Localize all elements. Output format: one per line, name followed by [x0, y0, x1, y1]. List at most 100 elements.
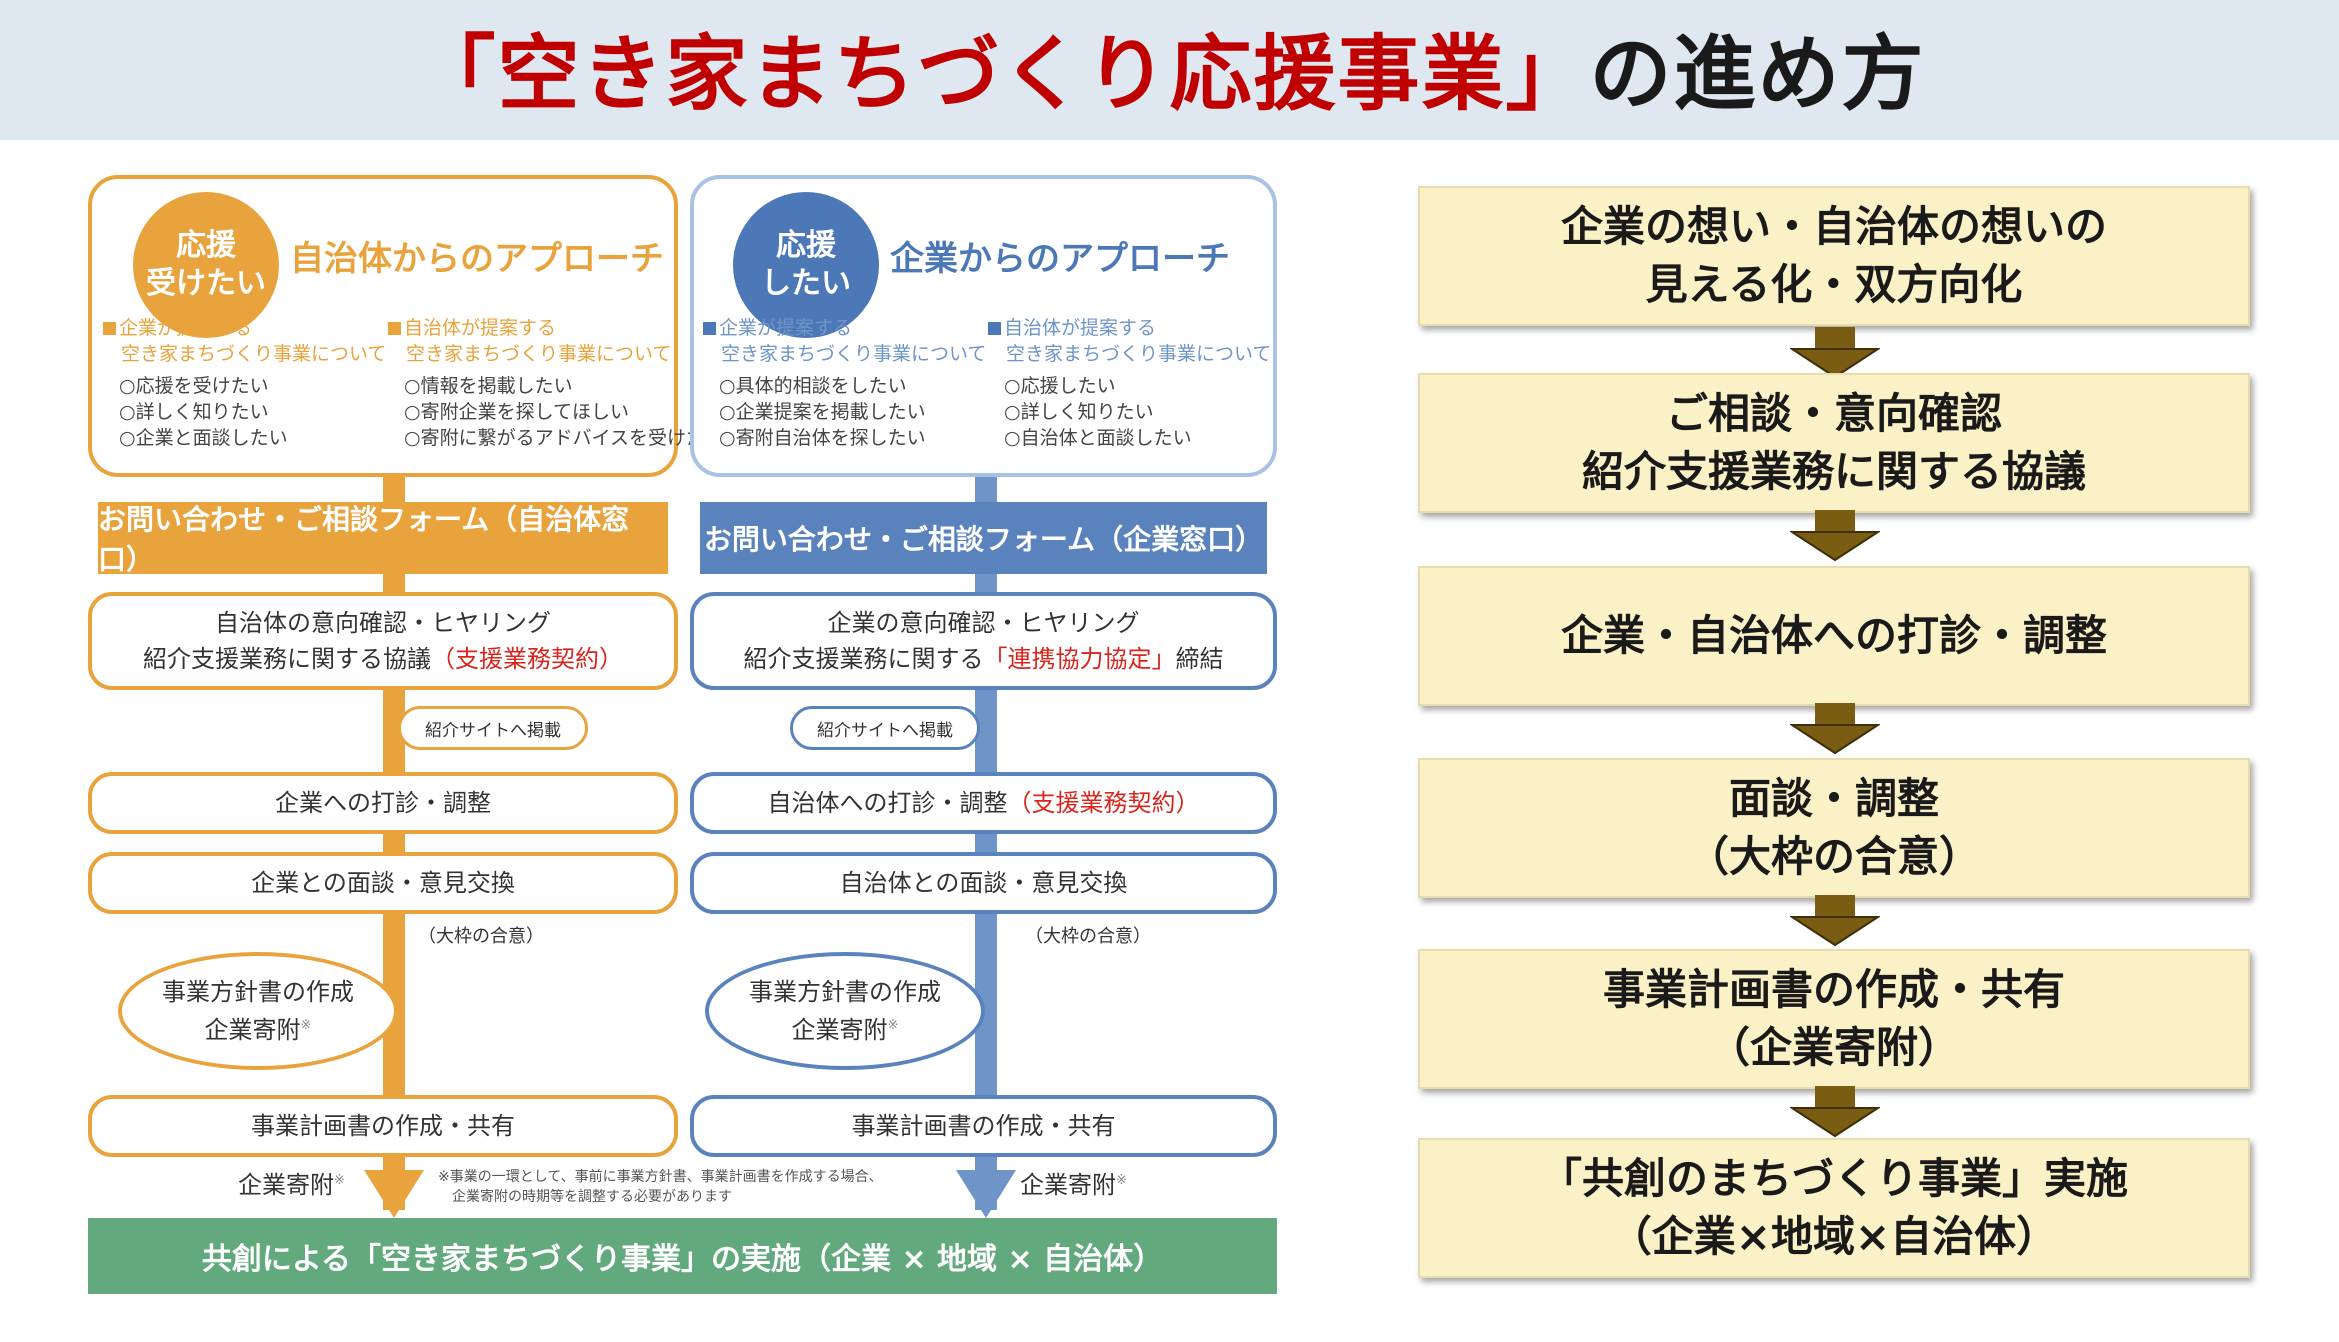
list-item: ○自治体と面談したい [1004, 427, 1192, 449]
title-main: 空き家まちづくり応援事業 [497, 27, 1506, 122]
right-col2-heading: 自治体が提案する 空き家まちづくり事業について [988, 315, 1271, 367]
left-step-hearing-line2: 紹介支援業務に関する協議 [143, 645, 431, 673]
list-item: ○具体的相談をしたい [719, 375, 907, 397]
summary-step-2-line2: 紹介支援業務に関する協議 [1581, 447, 2086, 496]
left-step-interview: 企業との面談・意見交換 [88, 852, 678, 914]
right-step-hearing-line1: 企業の意向確認・ヒヤリング [827, 609, 1140, 637]
left-badge: 応援 受けたい [133, 192, 279, 338]
square-bullet-icon [103, 322, 116, 335]
left-donation-mark: ※ [334, 1173, 345, 1188]
right-step-plan: 事業計画書の作成・共有 [690, 1095, 1277, 1157]
list-item: ○情報を掲載したい [404, 375, 573, 397]
summary-step-6-line1: 「共創のまちづくり事業」実施 [1539, 1154, 2128, 1203]
right-col2-heading2: 空き家まちづくり事業について [1006, 343, 1272, 365]
title-tail: の進め方 [1589, 27, 1926, 122]
right-step-sounding: 自治体への打診・調整（支援業務契約） [690, 772, 1277, 834]
summary-arrow-4 [1790, 895, 1880, 947]
summary-step-3: 企業・自治体への打診・調整 [1418, 566, 2250, 706]
list-item: ○企業提案を掲載したい [719, 401, 926, 423]
right-step-sounding-text: 自治体への打診・調整 [767, 789, 1008, 817]
left-inquiry-form: お問い合わせ・ご相談フォーム（自治体窓口） [98, 502, 668, 576]
right-policy-line1: 事業方針書の作成 [749, 978, 941, 1006]
summary-step-1-line2: 見える化・双方向化 [1645, 260, 2023, 309]
right-policy-line2: 企業寄附 [791, 1016, 888, 1044]
list-item: ○寄附企業を探してほしい [404, 401, 630, 423]
right-panel-title: 企業からのアプローチ [890, 239, 1230, 279]
summary-step-6: 「共創のまちづくり事業」実施 （企業×地域×自治体） [1418, 1138, 2250, 1278]
square-bullet-icon [988, 322, 1001, 335]
right-step-hearing-line2-end: 締結 [1175, 645, 1224, 673]
left-step-hearing-line1: 自治体の意向確認・ヒヤリング [215, 609, 551, 637]
right-down-arrow [956, 1170, 1016, 1218]
summary-arrow-2 [1790, 510, 1880, 562]
list-item: ○寄附に繋がるアドバイスを受けたい [404, 427, 725, 449]
right-agreement-label: 「連携協力協定」 [983, 645, 1176, 673]
left-col1-heading1: 企業が提案する [119, 317, 253, 339]
left-col2-heading: 自治体が提案する 空き家まちづくり事業について [388, 315, 671, 367]
left-col1-options: ○応援を受けたい ○詳しく知りたい ○企業と面談したい [119, 373, 288, 451]
final-implementation-bar: 共創による「空き家まちづくり事業」の実施（企業 × 地域 × 自治体） [88, 1218, 1277, 1294]
footnote-line1: ※事業の一環として、事前に事業方針書、事業計画書を作成する場合、 [438, 1169, 883, 1185]
summary-step-2: ご相談・意向確認 紹介支援業務に関する協議 [1418, 373, 2250, 513]
page-title: 「空き家まちづくり応援事業」の進め方 [0, 0, 2339, 140]
summary-step-4: 面談・調整 （大枠の合意） [1418, 758, 2250, 898]
left-col1-heading2: 空き家まちづくり事業について [121, 343, 387, 365]
left-down-arrow [364, 1170, 424, 1218]
left-badge-line2: 受けたい [146, 266, 266, 301]
right-inquiry-form: お問い合わせ・ご相談フォーム（企業窓口） [700, 502, 1267, 574]
list-item: ○企業と面談したい [119, 427, 288, 449]
list-item: ○詳しく知りたい [1004, 401, 1154, 423]
summary-arrow-3 [1790, 703, 1880, 755]
right-col1-options: ○具体的相談をしたい ○企業提案を掲載したい ○寄附自治体を探したい [719, 373, 926, 451]
left-step-sounding: 企業への打診・調整 [88, 772, 678, 834]
footnote: ※事業の一環として、事前に事業方針書、事業計画書を作成する場合、 企業寄附の時期… [438, 1167, 883, 1207]
right-agreement-note: （大枠の合意） [1025, 926, 1151, 947]
title-banner [0, 0, 2339, 140]
right-step-hearing: 企業の意向確認・ヒヤリング 紹介支援業務に関する「連携協力協定」締結 [690, 592, 1277, 690]
left-badge-line1: 応援 [176, 228, 236, 263]
left-policy-line1: 事業方針書の作成 [162, 978, 354, 1006]
summary-step-2-line1: ご相談・意向確認 [1665, 389, 2002, 438]
left-contract-label: （支援業務契約） [431, 645, 623, 673]
summary-step-1: 企業の想い・自治体の想いの 見える化・双方向化 [1418, 186, 2250, 326]
footnote-line2: 企業寄附の時期等を調整する必要があります [452, 1189, 732, 1205]
right-badge-line1: 応援 [776, 228, 836, 263]
list-item: ○詳しく知りたい [119, 401, 269, 423]
title-open-bracket: 「 [413, 27, 498, 122]
right-col1-heading: 企業が提案する 空き家まちづくり事業について [703, 315, 986, 367]
summary-step-6-line2: （企業×地域×自治体） [1609, 1212, 2059, 1261]
left-policy-line2: 企業寄附 [204, 1016, 301, 1044]
summary-step-4-line1: 面談・調整 [1728, 774, 1939, 823]
list-item: ○応援したい [1004, 375, 1116, 397]
left-col2-options: ○情報を掲載したい ○寄附企業を探してほしい ○寄附に繋がるアドバイスを受けたい [404, 373, 724, 451]
title-close-bracket: 」 [1505, 27, 1590, 122]
right-step-hearing-line2: 紹介支援業務に関する [743, 645, 984, 673]
left-agreement-note: （大枠の合意） [418, 926, 544, 947]
right-donation-text: 企業寄附 [1020, 1171, 1116, 1199]
summary-arrow-5 [1790, 1086, 1880, 1138]
right-col1-heading1: 企業が提案する [719, 317, 853, 339]
right-contract-label: （支援業務契約） [1007, 789, 1200, 817]
right-col1-heading2: 空き家まちづくり事業について [721, 343, 987, 365]
list-item: ○寄附自治体を探したい [719, 427, 926, 449]
left-col2-heading1: 自治体が提案する [404, 317, 557, 339]
summary-arrow-1 [1790, 327, 1880, 379]
left-donation-label: 企業寄附※ [238, 1165, 345, 1200]
square-bullet-icon [703, 322, 716, 335]
right-donation-mark: ※ [1116, 1173, 1127, 1188]
summary-step-1-line1: 企業の想い・自治体の想いの [1560, 202, 2107, 251]
left-panel-title: 自治体からのアプローチ [290, 239, 664, 279]
right-step-interview: 自治体との面談・意見交換 [690, 852, 1277, 914]
summary-step-5: 事業計画書の作成・共有 （企業寄附） [1418, 949, 2250, 1089]
square-bullet-icon [388, 322, 401, 335]
summary-step-5-line2: （企業寄附） [1707, 1023, 1960, 1072]
right-policy-mark: ※ [887, 1018, 899, 1033]
summary-step-3-line1: 企業・自治体への打診・調整 [1560, 611, 2107, 660]
summary-step-4-line2: （大枠の合意） [1686, 832, 1981, 881]
right-policy-ellipse: 事業方針書の作成 企業寄附※ [705, 952, 985, 1070]
summary-step-5-line1: 事業計画書の作成・共有 [1602, 965, 2065, 1014]
right-col2-options: ○応援したい ○詳しく知りたい ○自治体と面談したい [1004, 373, 1192, 451]
right-badge: 応援 したい [733, 192, 879, 338]
left-step-hearing: 自治体の意向確認・ヒヤリング 紹介支援業務に関する協議（支援業務契約） [88, 592, 678, 690]
right-site-listing-pill: 紹介サイトへ掲載 [790, 706, 980, 750]
